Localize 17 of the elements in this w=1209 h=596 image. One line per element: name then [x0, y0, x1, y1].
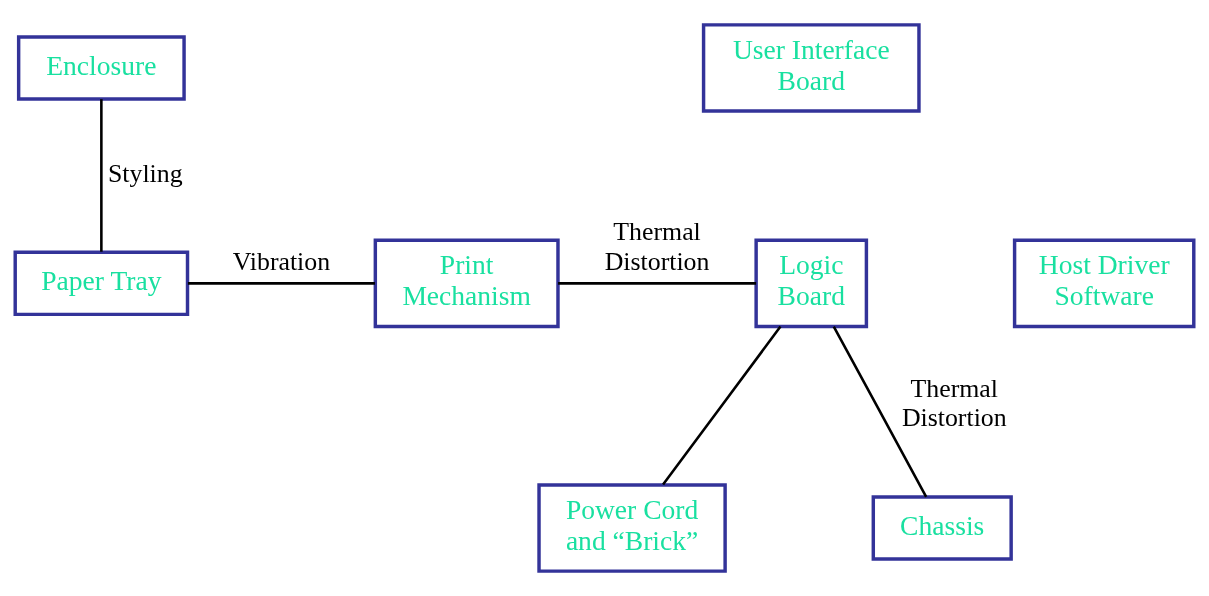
connector	[662, 325, 782, 486]
edge-label: Thermal Distortion	[604, 217, 710, 276]
connector	[832, 325, 928, 498]
node-box: Power Cord and “Brick”	[537, 483, 727, 573]
node-box: User Interface Board	[701, 23, 921, 113]
connector	[100, 99, 103, 252]
node-box: Logic Board	[754, 238, 869, 329]
edge-label: Thermal Distortion	[901, 374, 1007, 433]
node-box: Enclosure	[16, 35, 186, 101]
node-box: Host Driver Software	[1012, 238, 1196, 329]
edge-label: Vibration	[232, 246, 331, 276]
node-box: Print Mechanism	[373, 238, 560, 329]
connector	[187, 282, 375, 285]
node-box: Chassis	[871, 495, 1013, 561]
connector	[558, 282, 757, 285]
edge-label: Styling	[107, 158, 183, 188]
node-box: Paper Tray	[13, 250, 190, 317]
